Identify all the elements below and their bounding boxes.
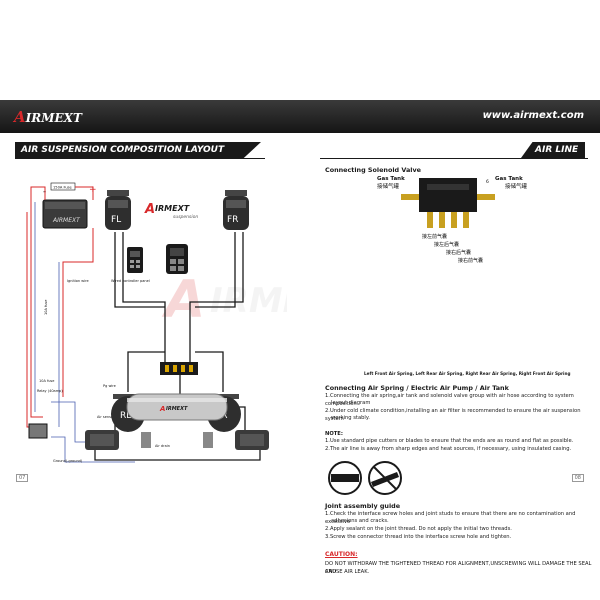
brand-logo: AIRMEXT (14, 108, 82, 126)
gas-tank-right-num: 6 (486, 179, 489, 185)
note-title: NOTE: (325, 431, 343, 437)
fuse3-label: 10A fuse (44, 300, 48, 315)
valve-manifold (419, 178, 477, 212)
watermark: A IRMEXT suspension (161, 270, 287, 330)
gas-tank-right-label: Gas Tank (495, 176, 523, 182)
right-fitting (477, 194, 495, 200)
port-labels: 接左前气囊 接左后气囊 接右后气囊 接右前气囊 (422, 233, 483, 264)
air-bag-fl: FL (105, 190, 131, 230)
caution-line-2: CAUSE AIR LEAK. (325, 569, 370, 575)
diagram-logo: A IRMEXT suspension (144, 202, 198, 220)
solenoid-valve (160, 362, 198, 375)
header-band: AIRMEXT www.airmext.com (0, 100, 600, 133)
gas-tank-right-cn: 接储气罐 (505, 182, 528, 190)
solenoid-caption: Left Front Air Spring, Left Rear Air Spr… (364, 371, 571, 376)
note-line-2: 2.The air line is away from sharp edges … (325, 446, 572, 452)
gas-tank-left-cn: 接储气罐 (377, 182, 400, 190)
signal-wires (34, 202, 135, 463)
manual-page: AIRMEXT www.airmext.com AIR SUSPENSION C… (0, 100, 600, 540)
diagram-logo-name: IRMEXT (155, 204, 190, 213)
page-number-right: 08 (571, 474, 584, 482)
joint-line-4: 3.Screw the connector thread into the in… (325, 534, 512, 540)
solenoid-illustration: Gas Tank 接储气罐 Gas Tank 接储气罐 6 接左前气囊 接左后气… (377, 176, 528, 264)
website-url[interactable]: www.airmext.com (482, 110, 584, 121)
pg-wire-label: Pg wire (103, 384, 116, 388)
joint-line-3: 2.Apply sealant on the joint thread. Do … (325, 526, 512, 532)
air-bag-fr: FR (223, 190, 249, 230)
relay-block (28, 423, 48, 439)
port-fittings (427, 212, 469, 228)
page-number-left: 07 (16, 474, 29, 482)
port-label-lf: 接左前气囊 (422, 233, 447, 240)
port-label-rr: 接右后气囊 (446, 249, 471, 256)
port-label-lr: 接左后气囊 (434, 241, 459, 248)
gas-tank-left-label: Gas Tank (377, 176, 405, 182)
sensor-label: Air sensor (97, 415, 115, 419)
brand-name: IRMEXT (25, 111, 82, 125)
spring-line-3: 2.Under cold climate condition,installin… (325, 408, 581, 422)
right-section-title: AIR LINE (521, 142, 585, 158)
ground-label: Ground(-ground) (53, 459, 83, 463)
brand-initial: A (14, 108, 26, 126)
bag-fr-label: FR (227, 215, 238, 225)
controller-wired (127, 247, 143, 273)
air-compressor-right (235, 430, 269, 450)
left-fitting (401, 194, 419, 200)
left-section-title: AIR SUSPENSION COMPOSITION LAYOUT DIAGRA… (15, 142, 261, 158)
spring-line-4: working stably. (331, 415, 370, 421)
joint-title: Joint assembly guide (325, 502, 401, 510)
incorrect-cut-icon (368, 461, 402, 495)
svg-text:A: A (159, 405, 165, 413)
note-line-1: 1.Use standard pipe cutters or blades to… (325, 438, 574, 444)
battery: AIRMEXT + - (42, 185, 97, 229)
controller-remote (166, 244, 188, 274)
port-label-rf: 接右前气囊 (458, 257, 483, 264)
right-title-rule (320, 158, 588, 159)
relay-label: Relay (40amp) (37, 389, 63, 393)
air-tank: A IRMEXT (126, 393, 228, 421)
cut-illustrations (328, 461, 402, 495)
svg-text:IRMEXT: IRMEXT (166, 406, 188, 412)
main-fuse-label: 150A Fuse (53, 186, 72, 190)
caution-title: CAUTION: (325, 551, 358, 558)
diagram-logo-initial: A (144, 202, 155, 217)
fuse2-label: 10A fuse (39, 379, 54, 383)
spring-title: Connecting Air Spring / Electric Air Pum… (325, 384, 509, 392)
solenoid-title: Connecting Solenoid Valve (325, 166, 421, 174)
diagram-logo-sub: suspension (173, 214, 198, 220)
correct-cut-icon (328, 461, 362, 495)
svg-text:AIRMEXT: AIRMEXT (52, 217, 81, 224)
left-title-rule (15, 158, 265, 159)
layout-diagram: A IRMEXT suspension AIRMEXT + - 150A Fus… (26, 182, 287, 463)
bag-fl-label: FL (111, 215, 121, 225)
joint-line-2: adhesions and cracks. (331, 518, 389, 524)
bag-rl-label: RL (120, 411, 131, 421)
watermark-name: IRMEXT (210, 281, 287, 321)
ignition-label: Ignition wire (67, 279, 89, 283)
drain-label: Air drain (155, 444, 170, 448)
air-compressor-left (85, 430, 119, 450)
air-filters (141, 432, 213, 448)
spring-line-1: 1.Connecting the air spring,air tank and… (325, 393, 574, 407)
spring-line-2: layout diagram (331, 400, 371, 406)
joint-line-1: 1.Check the interface screw holes and jo… (325, 511, 576, 525)
controller-label: Wired controller panel (111, 279, 150, 283)
watermark-initial: A (161, 270, 205, 330)
caution-line-1: DO NOT WITHDRAW THE TIGHTENED THREAD FOR… (325, 561, 592, 575)
